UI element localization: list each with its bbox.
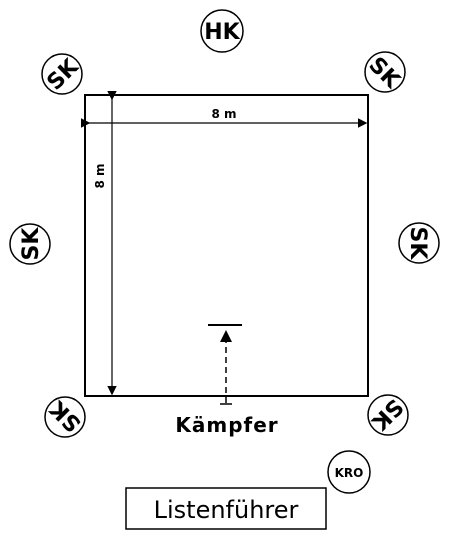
list-keeper-box: Listenführer	[125, 487, 327, 530]
svg-text:SK: SK	[19, 227, 44, 261]
width-label: 8 m	[211, 107, 236, 121]
corner-judge-top-right: SK	[363, 51, 406, 94]
fighter-label: Kämpfer	[175, 413, 278, 437]
svg-text:KRO: KRO	[335, 466, 364, 480]
side-judge-right: SK	[398, 222, 440, 264]
corner-judge-bottom-left: SK	[44, 395, 87, 438]
height-label: 8 m	[93, 163, 107, 188]
kro-circle: KRO	[327, 450, 371, 494]
corner-judge-bottom-right: SK	[366, 393, 409, 436]
svg-text:Listenführer: Listenführer	[154, 496, 299, 524]
head-judge-circle: HK	[200, 9, 244, 53]
svg-text:SK: SK	[405, 227, 430, 261]
svg-text:HK: HK	[204, 20, 240, 45]
mat-square	[84, 94, 369, 397]
corner-judge-top-left: SK	[41, 53, 84, 96]
side-judge-left: SK	[9, 223, 51, 265]
